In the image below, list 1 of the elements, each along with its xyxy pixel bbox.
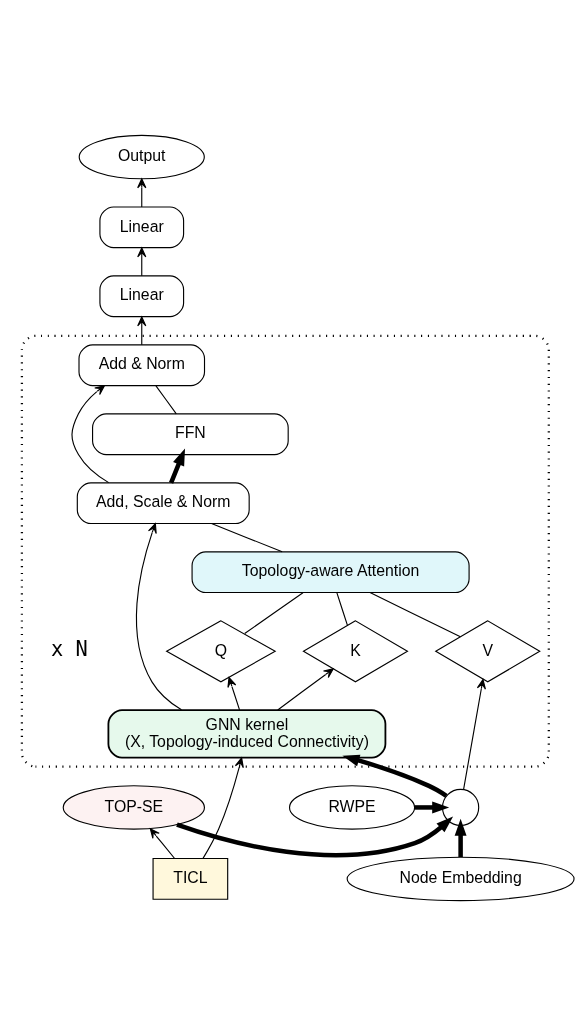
node-label: x N <box>51 636 88 661</box>
